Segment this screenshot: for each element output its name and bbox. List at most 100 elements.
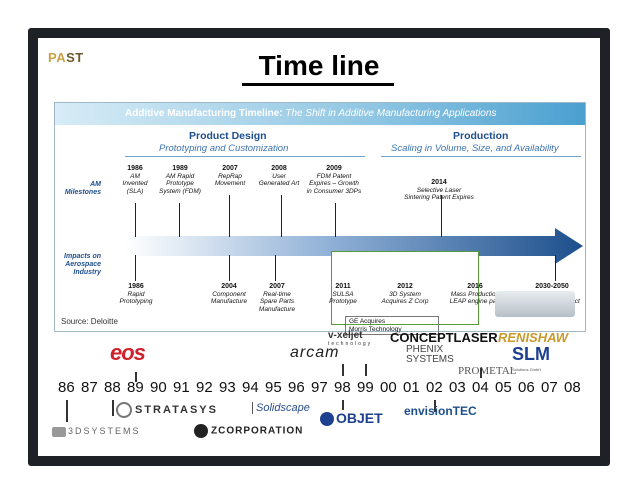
year-label: 05 <box>495 379 512 396</box>
slide-title: Time line <box>258 50 380 81</box>
logo-tick <box>66 400 68 422</box>
logo-tick <box>342 364 344 376</box>
milestone-text: Prototyping <box>119 298 153 305</box>
milestone-text: System (FDM) <box>159 187 201 195</box>
year-label: 87 <box>81 379 98 396</box>
milestone-top: 2009 FDM Patent Expires – Growth in Cons… <box>299 165 369 195</box>
milestone-text: LEAP engine part <box>449 298 501 305</box>
conceptlaser-logo: CONCEPTLASER <box>390 330 498 345</box>
year-label: 06 <box>518 379 535 396</box>
note-line: GE Acquires <box>349 318 386 325</box>
milestone-text: AM <box>130 172 140 180</box>
eos-logo: eos <box>110 340 146 365</box>
year-label: 89 <box>127 379 144 396</box>
milestone-tick <box>179 203 180 237</box>
milestone-top: 2008 User Generated Art <box>251 165 307 188</box>
milestone-bottom: 2007 Real-time Spare Parts Manufacture <box>251 283 303 313</box>
year-label: 97 <box>311 379 328 396</box>
impact-tick <box>555 255 556 281</box>
milestone-text: FDM Patent <box>316 172 352 180</box>
milestone-text: Invented <box>122 180 148 187</box>
milestone-text: (SLA) <box>126 187 144 195</box>
milestone-year: 2007 <box>222 165 238 172</box>
milestone-tick <box>281 195 282 237</box>
side-label-impacts-line: Impacts on <box>64 253 101 260</box>
infographic-heading-italic: The Shift in Additive Manufacturing Appl… <box>285 108 497 119</box>
milestone-text: Sintering Patent Expires <box>404 194 474 201</box>
side-label-milestones-line: Milestones <box>64 189 101 196</box>
title-underline <box>242 83 394 86</box>
milestone-text: Mass Production <box>450 290 500 298</box>
logo-tick <box>434 400 436 412</box>
year-label: 92 <box>196 379 213 396</box>
year-label: 93 <box>219 379 236 396</box>
solidscape-logo: Solidscape <box>252 402 310 414</box>
logo-tick <box>365 364 367 376</box>
3dsystems-logo-name: 3DSYSTEMS <box>68 426 141 436</box>
objet-mark-icon <box>320 412 334 427</box>
logo-tick <box>112 400 114 416</box>
logo-tick <box>135 372 137 382</box>
milestone-year: 2011 <box>335 283 351 290</box>
milestone-bottom: 2011 SULSA Prototype <box>321 283 365 306</box>
side-label-impacts-line: Industry <box>73 269 101 276</box>
voxeljet-logo-sub: technology <box>328 341 373 347</box>
milestone-tick <box>135 203 136 237</box>
milestone-year: 2014 <box>431 179 447 186</box>
side-label-milestones-line: AM <box>90 181 101 188</box>
slm-logo: SLM Solutions GmbH <box>512 344 550 378</box>
prometal-logo: PROMETAL <box>458 365 517 377</box>
impact-tick <box>229 255 230 281</box>
milestone-text: Spare Parts <box>259 298 295 305</box>
year-label: 88 <box>104 379 121 396</box>
side-label-impacts: Impacts on Aerospace Industry <box>57 253 101 277</box>
milestone-year: 2009 <box>326 165 342 172</box>
stratasys-logo: STRATASYS <box>116 402 218 418</box>
year-label: 90 <box>150 379 167 396</box>
milestone-text: AM Rapid <box>165 172 195 180</box>
year-label: 01 <box>403 379 420 396</box>
milestone-bottom: 2004 Component Manufacture <box>201 283 257 306</box>
phase-subtitle-production: Scaling in Volume, Size, and Availabilit… <box>391 143 559 154</box>
milestone-top: 2014 Selective Laser Sintering Patent Ex… <box>389 179 489 202</box>
phase-line-production <box>381 156 581 157</box>
year-label: 02 <box>426 379 443 396</box>
milestone-text: Component <box>212 290 246 298</box>
impact-tick <box>135 255 136 281</box>
stratasys-mark-icon <box>116 402 132 418</box>
milestone-year: 1986 <box>127 165 143 172</box>
side-label-impacts-line: Aerospace <box>65 261 101 268</box>
milestone-text: Manufacture <box>258 305 296 313</box>
phase-title-design: Product Design <box>189 130 267 142</box>
year-label: 04 <box>472 379 489 396</box>
production-callout-box <box>331 251 479 325</box>
3dsystems-mark-icon <box>52 426 66 437</box>
completed-product-image <box>495 291 575 317</box>
phenix-logo-sub: SYSTEMS <box>406 354 454 365</box>
slm-logo-name: SLM <box>512 344 550 364</box>
year-label: 07 <box>541 379 558 396</box>
milestone-text: Prototype <box>329 298 357 305</box>
milestone-top: 1986 AM Invented (SLA) <box>113 165 157 195</box>
milestone-text: in Consumer 3DPs <box>306 187 362 195</box>
infographic-heading: Additive Manufacturing Timeline: The Shi… <box>125 108 496 119</box>
year-label: 96 <box>288 379 305 396</box>
year-axis: 86 87 88 89 90 91 92 93 94 95 96 97 98 9… <box>40 338 600 396</box>
slide: PAST Time line Additive Manufacturing Ti… <box>38 38 600 456</box>
milestone-text: Expires – Growth <box>309 180 359 187</box>
infographic-header-band <box>55 103 585 125</box>
milestone-text: User <box>272 172 286 180</box>
infographic-heading-bold: Additive Manufacturing Timeline: <box>125 108 283 119</box>
milestone-text: Generated Art <box>258 180 300 187</box>
3dsystems-logo: 3DSYSTEMS <box>52 426 141 437</box>
year-label: 95 <box>265 379 282 396</box>
milestone-text: Manufacture <box>210 298 248 305</box>
envisiontec-logo: envisionTEC <box>404 404 477 418</box>
voxeljet-logo: v-xeljet technology <box>328 330 372 347</box>
note-line: Morris Technology <box>349 325 402 333</box>
phenix-logo: PHENIX SYSTEMS <box>406 345 454 365</box>
milestone-text: SULSA <box>332 290 354 298</box>
milestone-year: 2008 <box>271 165 287 172</box>
voxeljet-logo-name: v-xeljet <box>328 330 363 341</box>
milestone-text: 3D System <box>389 290 421 298</box>
